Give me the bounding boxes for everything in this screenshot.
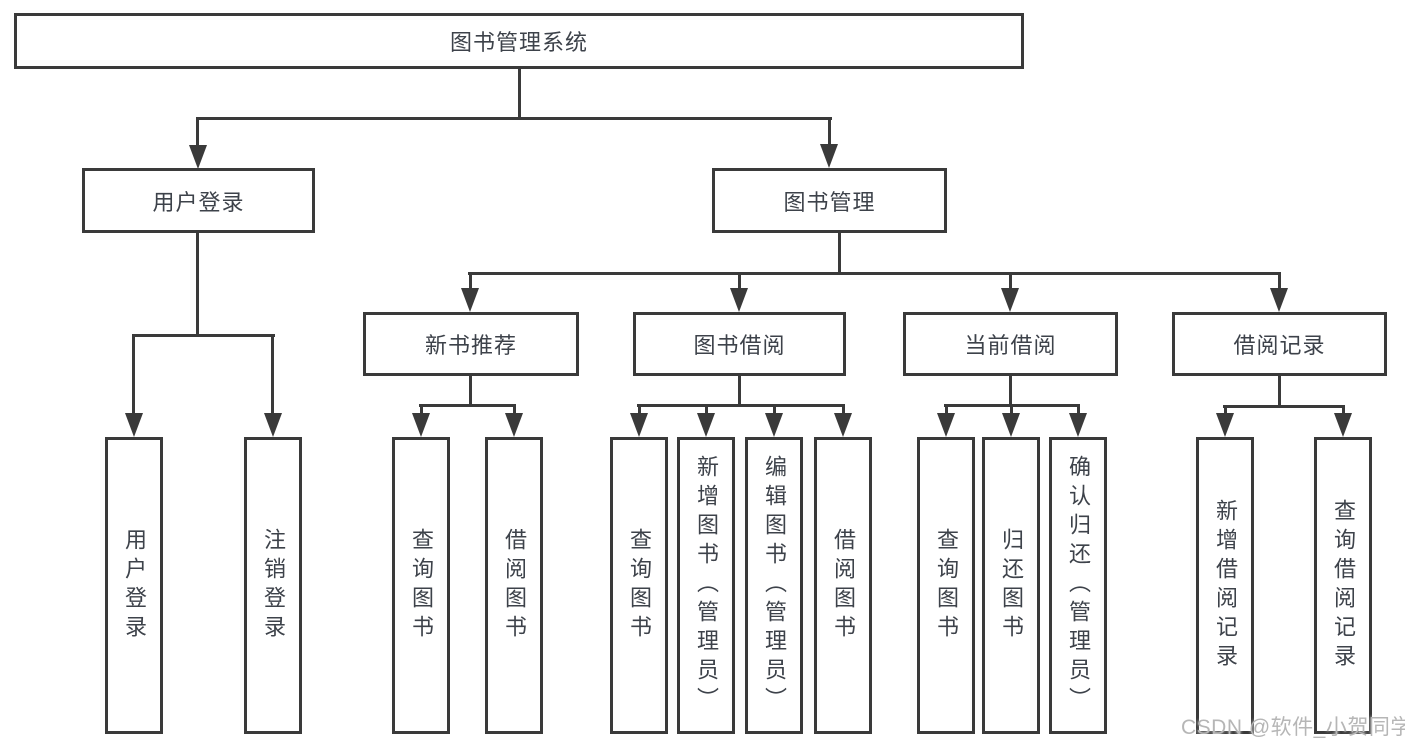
arrow-down-icon xyxy=(730,288,748,312)
leaf-add-books-admin: 新增图书（管理员） xyxy=(677,437,735,734)
leaf-confirm-return-admin-label: 确认归还（管理员） xyxy=(1066,455,1091,716)
arrow-down-icon xyxy=(125,413,143,437)
connector-b1-stub xyxy=(420,404,423,416)
arrow-down-icon xyxy=(461,288,479,312)
connector-c3-stub xyxy=(773,404,776,416)
connector-b2-stub xyxy=(513,404,516,416)
connector-l3b-stub xyxy=(738,272,741,290)
connector-borrow-down xyxy=(738,376,741,406)
connector-c4-stub xyxy=(842,404,845,416)
connector-records-hline xyxy=(1223,405,1345,408)
leaf-add-borrow-record: 新增借阅记录 xyxy=(1196,437,1254,734)
arrow-down-icon xyxy=(1069,413,1087,437)
connector-userlogin-down xyxy=(196,233,199,337)
connector-bookmgmt-down xyxy=(838,233,841,274)
leaf-logout-login: 注销登录 xyxy=(244,437,302,734)
leaf-borrow-books-recommend: 借阅图书 xyxy=(485,437,543,734)
leaf-edit-books-admin-label: 编辑图书（管理员） xyxy=(762,455,787,716)
leaf-confirm-return-admin: 确认归还（管理员） xyxy=(1049,437,1107,734)
connector-userlogin-hline xyxy=(132,334,275,337)
node-new-book-recommend-label: 新书推荐 xyxy=(424,333,517,358)
arrow-down-icon xyxy=(1002,413,1020,437)
connector-a2-stub xyxy=(271,334,274,417)
leaf-edit-books-admin: 编辑图书（管理员） xyxy=(745,437,803,734)
leaf-query-books-recommend: 查询图书 xyxy=(392,437,450,734)
arrow-down-icon xyxy=(264,413,282,437)
node-new-book-recommend: 新书推荐 xyxy=(363,312,579,376)
arrow-down-icon xyxy=(1334,413,1352,437)
node-book-borrow: 图书借阅 xyxy=(633,312,846,376)
arrow-down-icon xyxy=(1270,288,1288,312)
connector-c2-stub xyxy=(705,404,708,416)
leaf-borrow-books: 借阅图书 xyxy=(814,437,872,734)
arrow-down-icon xyxy=(630,413,648,437)
connector-level3-hline xyxy=(468,272,1281,275)
node-book-management: 图书管理 xyxy=(712,168,947,233)
node-book-management-label: 图书管理 xyxy=(783,189,876,215)
connector-newbook-hline xyxy=(419,404,516,407)
leaf-add-borrow-record-label: 新增借阅记录 xyxy=(1213,498,1238,673)
csdn-watermark: CSDN @软件_小贺同学 xyxy=(1181,716,1405,739)
connector-newbook-down xyxy=(469,376,472,406)
connector-a1-stub xyxy=(132,334,135,417)
node-user-login-label: 用户登录 xyxy=(152,189,245,215)
connector-e1-stub xyxy=(1224,405,1227,417)
arrow-down-icon xyxy=(1216,413,1234,437)
connector-d2-stub xyxy=(1010,404,1013,416)
arrow-down-icon xyxy=(820,144,838,168)
connector-records-down xyxy=(1278,376,1281,407)
leaf-query-books-borrow-label: 查询图书 xyxy=(627,527,652,644)
leaf-query-borrow-record-label: 查询借阅记录 xyxy=(1331,498,1356,673)
connector-l3c-stub xyxy=(1009,272,1012,290)
connector-l3a-stub xyxy=(469,272,472,290)
connector-e2-stub xyxy=(1342,405,1345,417)
connector-current-down xyxy=(1009,376,1012,406)
connector-root-stub xyxy=(518,69,521,117)
node-user-login: 用户登录 xyxy=(82,168,315,233)
node-borrow-records: 借阅记录 xyxy=(1172,312,1387,376)
leaf-query-borrow-record: 查询借阅记录 xyxy=(1314,437,1372,734)
connector-d1-stub xyxy=(945,404,948,416)
connector-user-login-stub xyxy=(196,117,199,147)
connector-root-hline xyxy=(196,117,832,120)
leaf-user-login: 用户登录 xyxy=(105,437,163,734)
node-root: 图书管理系统 xyxy=(14,13,1024,69)
leaf-query-books-borrow: 查询图书 xyxy=(610,437,668,734)
arrow-down-icon xyxy=(697,413,715,437)
arrow-down-icon xyxy=(937,413,955,437)
leaf-query-books-current-label: 查询图书 xyxy=(934,527,959,644)
node-current-borrow: 当前借阅 xyxy=(903,312,1118,376)
arrow-down-icon xyxy=(834,413,852,437)
leaf-return-books-label: 归还图书 xyxy=(999,527,1024,644)
connector-c1-stub xyxy=(638,404,641,416)
node-book-borrow-label: 图书借阅 xyxy=(693,333,786,358)
leaf-logout-login-label: 注销登录 xyxy=(261,527,286,644)
leaf-query-books-current: 查询图书 xyxy=(917,437,975,734)
connector-l3d-stub xyxy=(1278,272,1281,290)
leaf-borrow-books-recommend-label: 借阅图书 xyxy=(502,527,527,644)
node-borrow-records-label: 借阅记录 xyxy=(1233,333,1326,358)
node-root-label: 图书管理系统 xyxy=(449,30,588,55)
connector-borrow-hline xyxy=(637,404,845,407)
connector-book-mgmt-stub xyxy=(828,117,831,146)
connector-d3-stub xyxy=(1077,404,1080,416)
leaf-add-books-admin-label: 新增图书（管理员） xyxy=(694,455,719,716)
arrow-down-icon xyxy=(189,145,207,169)
node-current-borrow-label: 当前借阅 xyxy=(964,333,1057,358)
leaf-return-books: 归还图书 xyxy=(982,437,1040,734)
arrow-down-icon xyxy=(1001,288,1019,312)
leaf-borrow-books-label: 借阅图书 xyxy=(831,527,856,644)
leaf-query-books-recommend-label: 查询图书 xyxy=(409,527,434,644)
arrow-down-icon xyxy=(412,413,430,437)
leaf-user-login-label: 用户登录 xyxy=(122,527,147,644)
arrow-down-icon xyxy=(505,413,523,437)
arrow-down-icon xyxy=(765,413,783,437)
